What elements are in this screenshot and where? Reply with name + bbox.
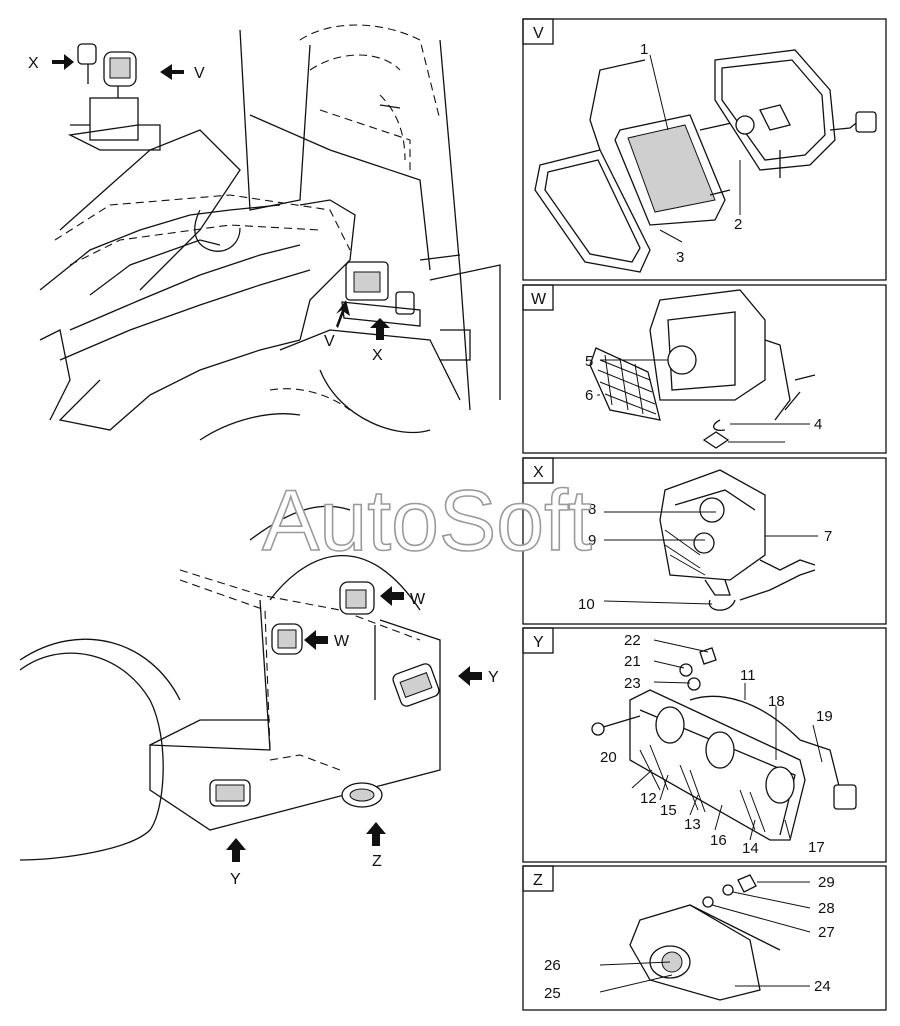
panel-w-frame [522,284,887,454]
part-label-22: 22 [624,632,641,649]
part-label-24: 24 [814,978,831,995]
arrow-right-icon [52,54,74,70]
part-label-18: 18 [768,693,785,710]
panel-x-letter: X [533,464,544,481]
panel-x-frame [522,457,887,625]
part-label-23: 23 [624,675,641,692]
part-label-5: 5 [585,353,593,370]
part-label-15: 15 [660,802,677,819]
panel-w-letter: W [531,291,547,308]
part-label-21: 21 [624,653,641,670]
part-label-17: 17 [808,839,825,856]
part-label-20: 20 [600,749,617,766]
part-label-7: 7 [824,528,832,545]
label-y2: Y [230,871,241,888]
part-label-2: 2 [734,216,742,233]
overview-top-drawing [39,24,501,441]
panel-z-frame [522,865,887,1011]
part-label-3: 3 [676,249,684,266]
arrow-left-icon [160,64,184,80]
label-y1: Y [488,669,499,686]
overview-bottom-arrows: W W Y Y Z [226,586,499,888]
part-label-1: 1 [640,41,648,58]
label-x2: X [372,347,383,364]
arrow-up-icon [336,300,350,328]
part-label-10: 10 [578,596,595,613]
panel-w-drawing [589,289,816,449]
panel-v-frame [522,18,887,281]
part-label-4: 4 [814,416,822,433]
part-label-8: 8 [588,501,596,518]
watermark-text: AutoSoft [262,473,592,569]
panel-frames [522,18,887,1011]
panel-z-letter: Z [533,872,543,889]
part-label-13: 13 [684,816,701,833]
part-label-9: 9 [588,532,596,549]
panel-x-drawing [603,469,818,611]
label-x: X [28,55,39,72]
overview-bottom-drawing [19,505,441,861]
arrow-left-icon [304,630,328,650]
panel-y-drawing [591,639,857,841]
part-label-25: 25 [544,985,561,1002]
part-label-27: 27 [818,924,835,941]
part-label-29: 29 [818,874,835,891]
part-label-26: 26 [544,957,561,974]
label-v: V [194,65,205,82]
arrow-left-icon [380,586,404,606]
arrow-up-icon [366,822,386,846]
label-w2: W [334,633,350,650]
arrow-up-icon [226,838,246,862]
overview-top-arrows: X V V X [28,54,390,364]
arrow-up-icon [370,318,390,340]
part-label-19: 19 [816,708,833,725]
part-label-14: 14 [742,840,759,857]
panel-y-frame [522,627,887,863]
panel-v-letter: V [533,25,544,42]
arrow-left-icon [458,666,482,686]
part-label-12: 12 [640,790,657,807]
lamp-x-icon [77,43,97,65]
panel-letters: V W X Y Z [531,25,547,889]
panel-v-drawing [534,49,877,273]
label-v2: V [324,333,335,350]
part-label-28: 28 [818,900,835,917]
part-label-11: 11 [740,667,756,684]
label-z: Z [372,853,382,870]
part-label-16: 16 [710,832,727,849]
part-labels: 1 2 3 4 5 6 7 8 9 10 11 12 13 14 15 16 1… [544,41,835,1002]
label-w1: W [410,591,426,608]
panel-y-letter: Y [533,634,544,651]
panel-z-drawing [599,874,811,1001]
part-label-6: 6 [585,387,593,404]
